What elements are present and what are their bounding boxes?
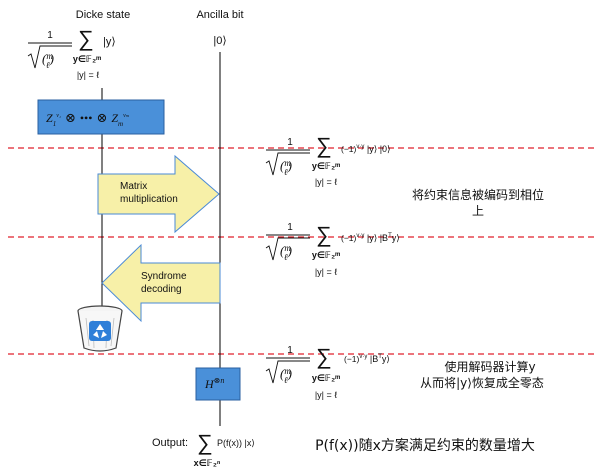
state1-sum: ∑	[316, 133, 332, 158]
state1-subscript: y∈𝔽₂ᵐ	[312, 161, 340, 171]
output-term: P(f(x)) |x⟩	[217, 438, 255, 448]
output-label: Output:	[152, 437, 188, 449]
annotation-phase-encoding-cont: 上	[472, 204, 484, 218]
output-subscript: x∈𝔽₂ⁿ	[194, 458, 221, 468]
z-gate-box	[37, 99, 165, 135]
phase-gate-z-product: Z1v₁⊗•••⊗Zmvₘ	[37, 99, 165, 135]
ket-y: |y⟩	[103, 36, 116, 48]
h-gate-box	[195, 367, 241, 401]
right-arrow-shape	[97, 154, 220, 234]
state3-term: (−1)v·y |BTy⟩	[344, 354, 390, 364]
annotation-phase-encoding: 将约束信息被编码到相位	[412, 187, 544, 202]
state1-term: (−1)v·y |y⟩ |0⟩	[341, 144, 391, 154]
coefficient-numerator: 1	[47, 30, 53, 41]
matrix-label-line2: multiplication	[120, 194, 178, 205]
sum-subscript: y∈𝔽₂ᵐ	[73, 54, 101, 64]
state1-sqrt-sign	[265, 152, 310, 176]
recycle-bin-icon	[77, 305, 123, 352]
state2-condition: |y| = ℓ	[315, 267, 338, 277]
annotation-decoder-line2: 从而将|y⟩恢复成全零态	[420, 375, 544, 390]
matrix-label-line1: Matrix	[120, 181, 147, 192]
syndrome-decoding-arrow: Syndrome decoding	[101, 243, 221, 323]
state2-sum: ∑	[316, 222, 332, 247]
dicke-state-header: Dicke state	[76, 9, 130, 21]
state3-numerator: 1	[287, 345, 293, 356]
state2-term: (−1)v·y |y⟩ |BTy⟩	[341, 233, 400, 243]
state2-subscript: y∈𝔽₂ᵐ	[312, 250, 340, 260]
state3-sqrt-sign	[265, 360, 310, 384]
state1-numerator: 1	[287, 137, 293, 148]
state2-numerator: 1	[287, 222, 293, 233]
ancilla-initial-ket: |0⟩	[213, 35, 226, 47]
left-arrow-shape	[101, 243, 221, 323]
ancilla-bit-header: Ancilla bit	[196, 9, 243, 21]
state3-condition: |y| = ℓ	[315, 390, 338, 400]
sum-symbol: ∑	[78, 26, 94, 51]
state2-sqrt-sign	[265, 237, 310, 261]
matrix-multiplication-arrow: Matrix multiplication	[97, 154, 220, 234]
syndrome-label-line2: decoding	[141, 284, 182, 295]
output-expression: Output: ∑ P(f(x)) |x⟩ x∈𝔽₂ⁿ	[152, 430, 255, 468]
syndrome-label-line1: Syndrome	[141, 271, 187, 282]
state3-subscript: y∈𝔽₂ᵐ	[312, 373, 340, 383]
state3-sum: ∑	[316, 344, 332, 369]
sqrt-sign	[27, 45, 72, 69]
hamming-condition: |y| = ℓ	[77, 70, 100, 80]
state1-condition: |y| = ℓ	[315, 177, 338, 187]
output-sum: ∑	[197, 430, 213, 455]
hadamard-gate: H⊗n	[195, 367, 241, 401]
annotation-output-probability: P(f(x))随x方案满足约束的数量增大	[315, 437, 535, 454]
annotation-decoder-line1: 使用解码器计算y	[444, 359, 535, 374]
